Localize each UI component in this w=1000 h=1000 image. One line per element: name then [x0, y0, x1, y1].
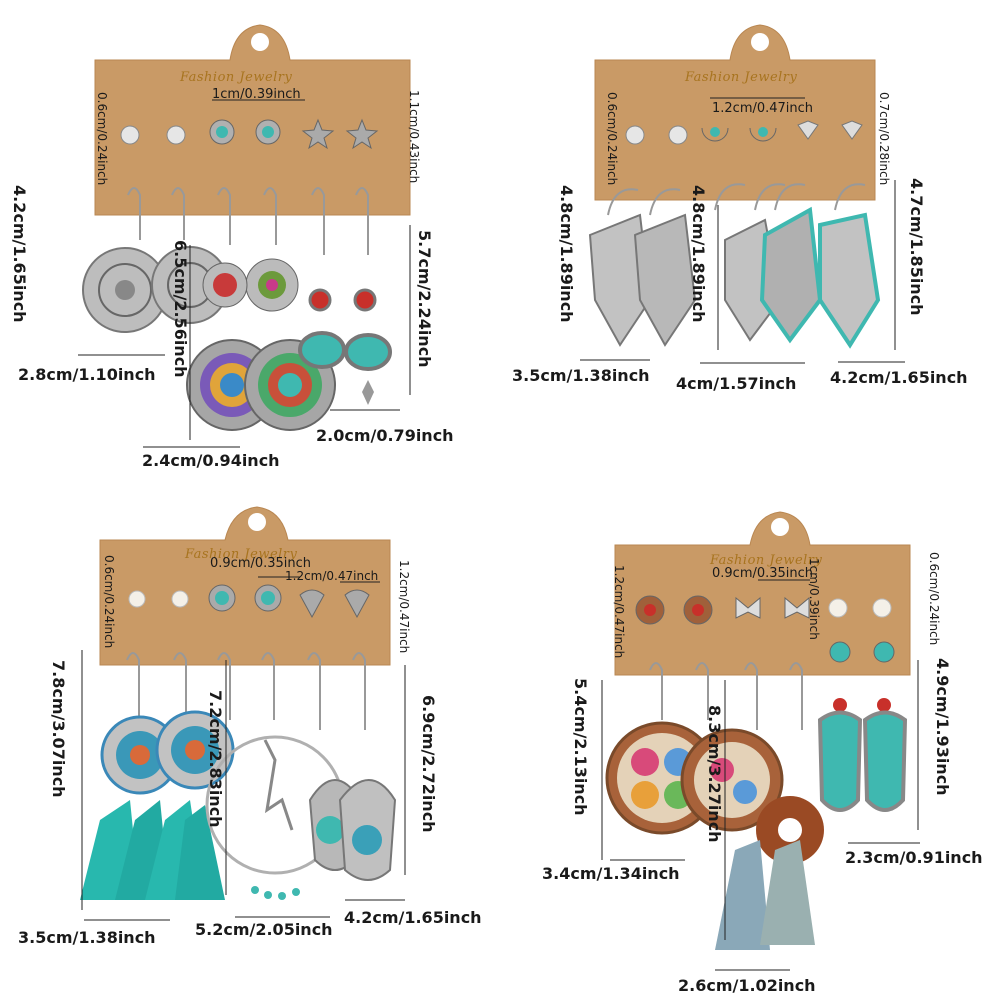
earring-set-1-illustration [78, 24, 411, 448]
a-width-label: 3.5cm/1.38inch [512, 366, 650, 385]
stud-width-label: 1.2cm/0.47inch [712, 101, 814, 116]
a-width-label: 3.4cm/1.34inch [542, 864, 680, 883]
c-height-label: 4.7cm/1.85inch [907, 178, 926, 316]
brand-text: Fashion Jewelry [685, 70, 798, 85]
c-width-label: 4.2cm/1.65inch [830, 368, 968, 387]
c-width-label: 2.0cm/0.79inch [316, 426, 454, 445]
b-height-label: 8.3cm/3.27inch [705, 705, 724, 843]
stud-side-label: 1.2cm/0.47inch [397, 560, 411, 654]
a-height-label: 7.8cm/3.07inch [49, 660, 68, 798]
b-width-label: 4cm/1.57inch [676, 374, 797, 393]
brand-text: Fashion Jewelry [180, 70, 293, 85]
stud-small-label: 1.2cm/0.47inch [612, 565, 626, 659]
a-height-label: 4.2cm/1.65inch [10, 185, 29, 323]
brand-text: Fashion Jewelry [185, 547, 298, 562]
panel-set-4: Fashion Jewelry 0.9cm/0.35inch 1.2cm/0.4… [500, 500, 1000, 1000]
a-width-label: 2.8cm/1.10inch [18, 365, 156, 384]
b-height-label: 6.5cm/2.56inch [171, 240, 190, 378]
c-width-label: 4.2cm/1.65inch [344, 908, 482, 927]
stud-small-label: 0.6cm/0.24inch [102, 555, 116, 649]
stud-small-label: 0.6cm/0.24inch [95, 92, 109, 186]
stud-side-label: 0.7cm/0.28inch [877, 92, 891, 186]
stud-width-label: 0.9cm/0.35inch [712, 566, 814, 581]
panel-set-3: Fashion Jewelry 0.9cm/0.35inch 0.6cm/0.2… [0, 500, 500, 1000]
stud-width-label: 1cm/0.39inch [212, 87, 301, 102]
stud-small-label: 0.6cm/0.24inch [605, 92, 619, 186]
brand-text: Fashion Jewelry [710, 553, 823, 568]
stud-side-label: 0.6cm/0.24inch [927, 552, 941, 646]
earring-set-3-illustration [80, 506, 406, 921]
b-height-label: 4.8cm/1.89inch [689, 185, 708, 323]
a-height-label: 5.4cm/2.13inch [571, 678, 590, 816]
earring-set-2-illustration [580, 24, 905, 364]
panel-set-2: Fashion Jewelry 1.2cm/0.47inch 0.6cm/0.2… [500, 0, 1000, 500]
stud-mid-label: 1cm/0.39inch [807, 558, 821, 640]
a-height-label: 4.8cm/1.89inch [557, 185, 576, 323]
c-height-label: 6.9cm/2.72inch [419, 695, 438, 833]
stud-side-label: 1.1cm/0.43inch [407, 90, 421, 184]
earring-set-4-illustration [601, 511, 920, 971]
c-height-label: 5.7cm/2.24inch [415, 230, 434, 368]
b-width-label: 2.4cm/0.94inch [142, 451, 280, 470]
c-width-label: 2.3cm/0.91inch [845, 848, 983, 867]
a-width-label: 3.5cm/1.38inch [18, 928, 156, 947]
b-width-label: 2.6cm/1.02inch [678, 976, 816, 995]
b-width-label: 5.2cm/2.05inch [195, 920, 333, 939]
c-height-label: 4.9cm/1.93inch [933, 658, 952, 796]
panel-set-1: Fashion Jewelry 1cm/0.39inch 0.6cm/0.24i… [0, 0, 500, 500]
stud-mid-label: 1.2cm/0.47inch [285, 569, 379, 583]
stud-width-label: 0.9cm/0.35inch [210, 556, 312, 571]
b-height-label: 7.2cm/2.83inch [206, 690, 225, 828]
